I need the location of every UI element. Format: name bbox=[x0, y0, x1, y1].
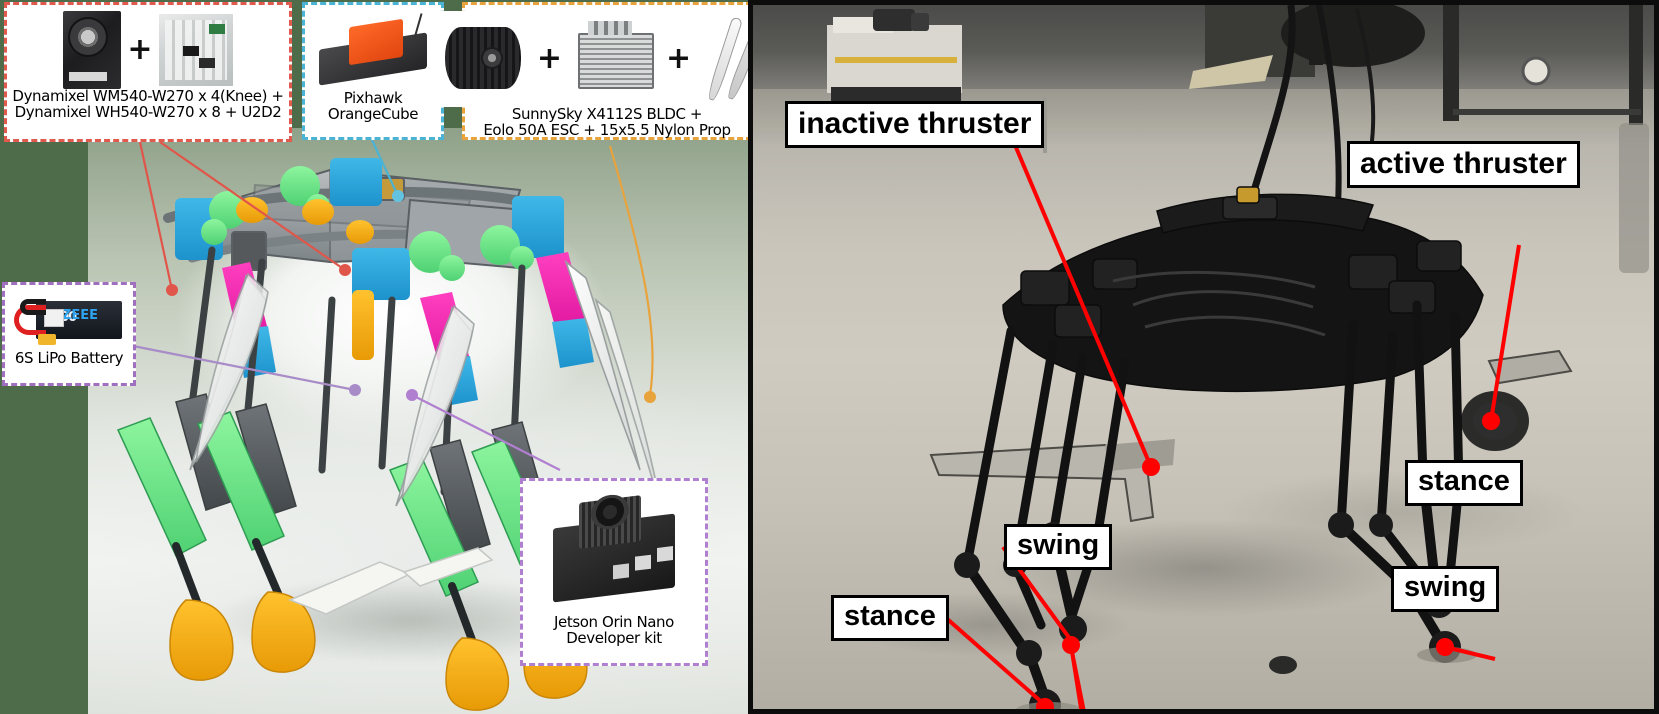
power-thumbnails: ZEEE bbox=[10, 291, 128, 351]
callout-actuation[interactable]: + Dynamixel WM540-W270 x 4(Knee) + Dynam… bbox=[4, 2, 292, 142]
callout-power[interactable]: ZEEE 6S LiPo Battery bbox=[2, 282, 136, 386]
compute-thumbnails bbox=[539, 487, 689, 615]
callout-propulsion[interactable]: + + SunnySky X4112S BLDC + Eolo 50A ESC … bbox=[434, 2, 748, 140]
actuation-caption-line1: Dynamixel WM540-W270 x 4(Knee) + bbox=[12, 87, 284, 105]
power-caption: 6S LiPo Battery bbox=[14, 349, 124, 367]
callout-flight-controller[interactable]: Pixhawk OrangeCube bbox=[302, 2, 444, 140]
pixhawk-orange-cube-icon bbox=[311, 11, 435, 91]
label-active-thruster[interactable]: active thruster bbox=[1347, 141, 1580, 188]
propulsion-caption-line1: SunnySky X4112S BLDC + bbox=[511, 105, 703, 123]
esc-module-icon bbox=[568, 15, 660, 103]
right-panel-photo: inactive thruster active thruster swing … bbox=[748, 0, 1659, 714]
jetson-orin-nano-icon bbox=[539, 487, 689, 615]
flight-controller-caption-line1: Pixhawk bbox=[343, 89, 403, 107]
label-stance-front[interactable]: stance bbox=[831, 595, 949, 641]
cad-leader-lines bbox=[127, 139, 656, 471]
compute-caption-line1: Jetson Orin Nano bbox=[554, 613, 674, 631]
flight-controller-thumbnails bbox=[311, 11, 435, 91]
actuation-thumbnails: + bbox=[63, 11, 233, 89]
plus-sign: + bbox=[536, 41, 562, 76]
bldc-motor-icon bbox=[434, 11, 531, 107]
left-panel-cad: + Dynamixel WM540-W270 x 4(Knee) + Dynam… bbox=[0, 0, 748, 714]
actuation-caption-line2: Dynamixel WH540-W270 x 8 + U2D2 bbox=[14, 102, 282, 121]
compute-caption-line2: Developer kit bbox=[566, 628, 662, 647]
label-swing-front[interactable]: swing bbox=[1004, 524, 1113, 570]
flight-controller-caption-line2: OrangeCube bbox=[327, 104, 419, 123]
plus-sign: + bbox=[666, 41, 692, 76]
propulsion-thumbnails: + + bbox=[434, 11, 748, 107]
label-inactive-thruster[interactable]: inactive thruster bbox=[785, 101, 1045, 148]
label-swing-rear[interactable]: swing bbox=[1391, 566, 1500, 612]
lipo-battery-icon: ZEEE bbox=[10, 291, 128, 351]
u2d2-board-icon bbox=[158, 14, 233, 86]
callout-compute[interactable]: Jetson Orin Nano Developer kit bbox=[520, 478, 708, 666]
dynamixel-servo-icon bbox=[63, 11, 122, 89]
propulsion-caption-line2: Eolo 50A ESC + 15x5.5 Nylon Prop bbox=[483, 120, 731, 139]
plus-sign: + bbox=[127, 32, 153, 67]
label-stance-rear[interactable]: stance bbox=[1405, 460, 1523, 506]
experiment-photo: inactive thruster active thruster swing … bbox=[753, 5, 1654, 709]
nylon-propeller-icon bbox=[697, 11, 748, 107]
